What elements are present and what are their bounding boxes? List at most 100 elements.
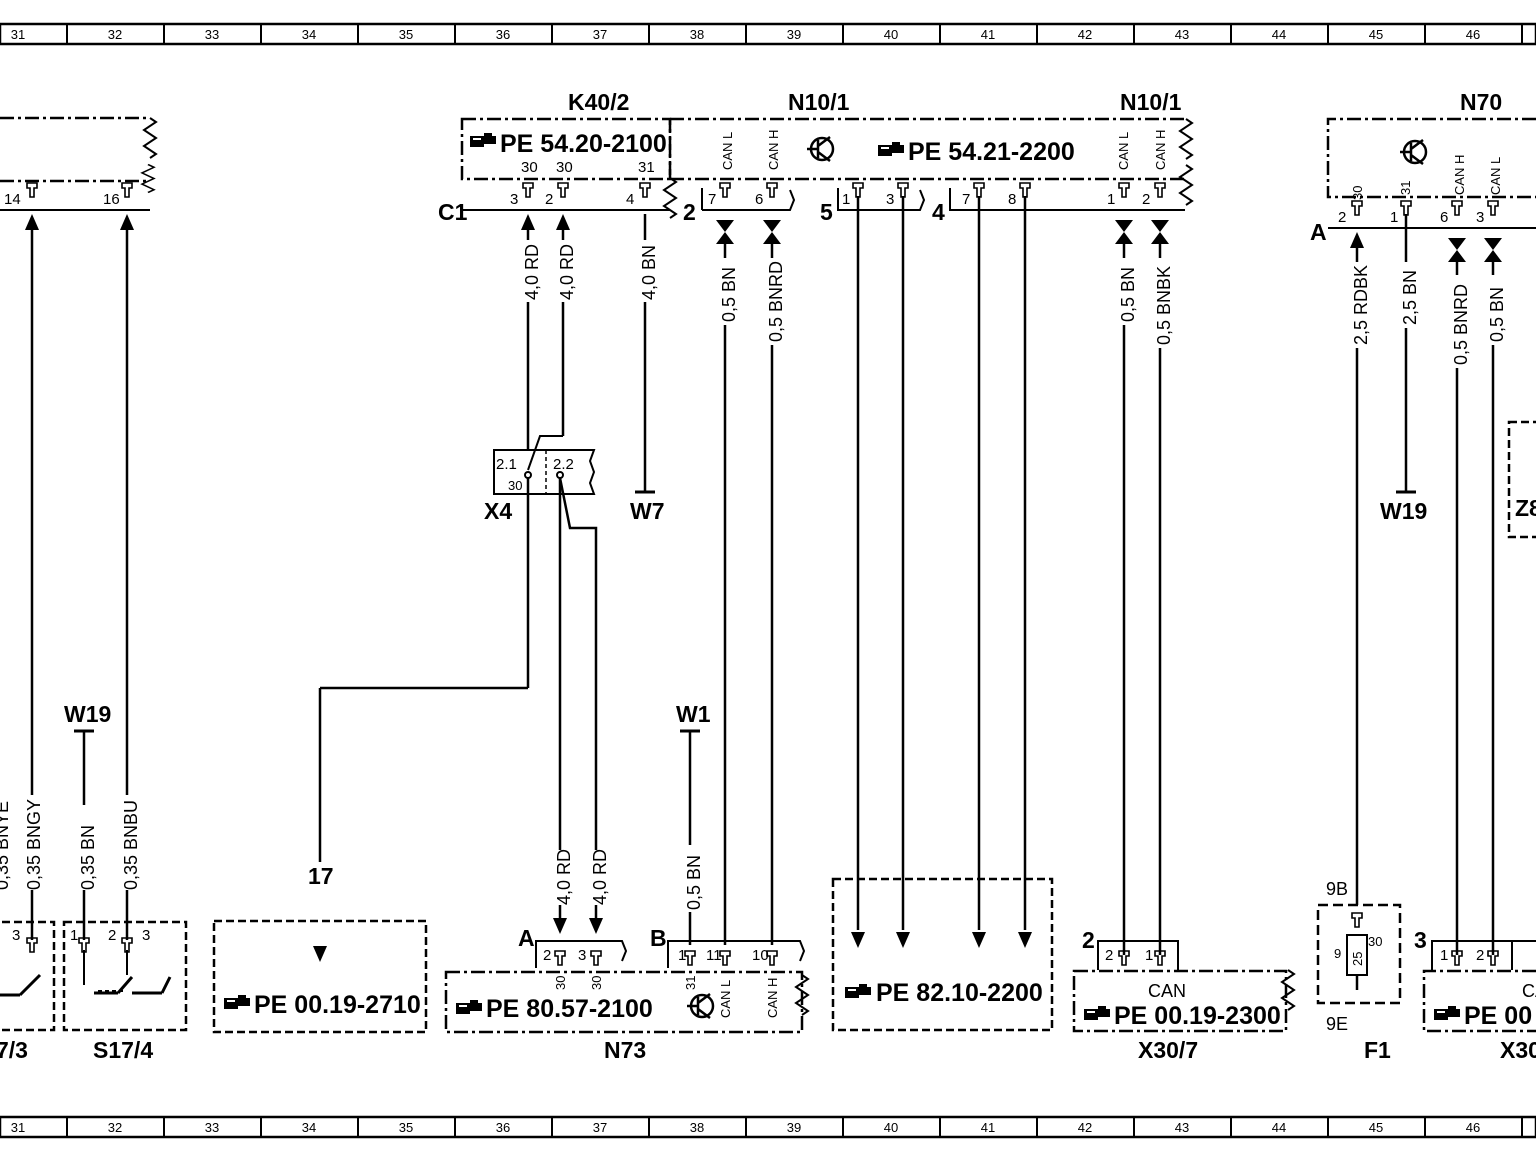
fuse-rating: 25 [1350, 952, 1365, 966]
relay-k40-2: K40/2 PE 54.20-2100 30 30 31 C1 3 2 4 [438, 89, 677, 230]
pe-ref: PE 80.57-2100 [486, 995, 653, 1023]
pin-label: 30 [508, 478, 522, 493]
wire-label: 4,0 RD [557, 244, 577, 300]
pin-label: 4 [626, 191, 634, 208]
pin-label: 7 [708, 191, 716, 208]
ruler-top-cell: 42 [1078, 27, 1092, 42]
wire-label: 2,5 RDBK [1351, 265, 1371, 345]
wire-label: 4,0 RD [522, 244, 542, 300]
fuse-label: 9B [1326, 879, 1348, 899]
pin-label: 2 [1105, 947, 1113, 964]
pin-label: 1 [678, 947, 686, 964]
wire-label: 0,5 BN [1118, 267, 1138, 322]
component-label: X4 [484, 498, 512, 524]
pin-label: 2.1 [496, 456, 517, 473]
wire-label: 0,5 BN [1487, 287, 1507, 342]
ground-label: W19 [64, 701, 111, 727]
connector-label: C1 [438, 199, 468, 225]
connector-label: 4 [932, 199, 945, 225]
pin-label: 16 [103, 191, 120, 208]
connector-label: 3 [1414, 927, 1427, 953]
can-label: CAN L [720, 132, 735, 170]
ruler-top-cell: 36 [496, 27, 510, 42]
component-label: N73 [604, 1037, 646, 1063]
ruler-bottom-cell: 43 [1175, 1120, 1189, 1135]
wire-label: 4,0 RD [554, 849, 574, 905]
ruler-bottom-cell: 31 [11, 1120, 25, 1135]
pin-label: 10 [752, 947, 769, 964]
connector-label: 2 [683, 199, 696, 225]
component-label: F1 [1364, 1037, 1391, 1063]
ruler-top-cell: 32 [108, 27, 122, 42]
ruler-top-cell: 31 [11, 27, 25, 42]
wire-label: 4,0 BN [639, 245, 659, 300]
fuse-f1: 9B 25 9 30 9E F1 [1316, 879, 1402, 1063]
connector-label: 2 [1082, 927, 1095, 953]
component-label: X30/7 [1138, 1037, 1198, 1063]
pin-label: 3 [12, 927, 20, 944]
ruler-top-cell: 44 [1272, 27, 1286, 42]
wire-label: 0,5 BNRD [1451, 284, 1471, 365]
pin-label: 2 [1476, 947, 1484, 964]
pe-ref: PE 82.10-2200 [876, 979, 1043, 1007]
ruler-bottom-cell: 44 [1272, 1120, 1286, 1135]
pin-label: 14 [4, 191, 21, 208]
wire-label: 0,35 BNGY [24, 799, 44, 890]
component-label: 7/3 [0, 1037, 28, 1063]
component-label: N10/1 [1120, 89, 1182, 115]
ruler-top-cell: 38 [690, 27, 704, 42]
ruler-bottom-cell: 33 [205, 1120, 219, 1135]
component-z8: Z8 [1507, 420, 1536, 539]
pe-ref: PE 00.19-2710 [254, 991, 421, 1019]
switch-s17-4: 1 2 3 S17/4 [62, 920, 188, 1063]
pin-label: 2.2 [553, 456, 574, 473]
transistor-icon [685, 992, 715, 1020]
pin-label: 2 [1338, 209, 1346, 226]
pe-ref: PE 00.19-2300 [1114, 1002, 1281, 1030]
pin-label: 6 [755, 191, 763, 208]
pin-label: 30 [1368, 934, 1382, 949]
pin-label: 1 [1390, 209, 1398, 226]
ruler-top-cell: 33 [205, 27, 219, 42]
ruler-bottom-cell: 37 [593, 1120, 607, 1135]
pin-label: 9 [1334, 946, 1341, 961]
wire-label: 0,35 BNYE [0, 801, 12, 890]
connector-label: A [1310, 219, 1327, 245]
ground-label: W1 [676, 701, 711, 727]
ground-label: W7 [630, 498, 665, 524]
connector-x4: 2.1 2.2 30 X4 [484, 449, 596, 524]
pin-label: 30 [589, 976, 604, 990]
ruler-bottom-cell: 35 [399, 1120, 413, 1135]
connector-label: 5 [820, 199, 833, 225]
module-n70: N70 30 31 CAN H CAN L A 2 1 6 3 [1310, 89, 1536, 262]
pin-label: 31 [1398, 181, 1413, 195]
pin-label: 31 [683, 976, 698, 990]
pin-label: 30 [521, 159, 538, 176]
ruler-top-cell: 40 [884, 27, 898, 42]
transistor-icon [805, 135, 835, 163]
ruler-top-cell: 43 [1175, 27, 1189, 42]
pin-label: 1 [1107, 191, 1115, 208]
pin-label: 2 [108, 927, 116, 944]
can-label: CAN L [1488, 157, 1503, 195]
component-label: Z8 [1515, 495, 1536, 521]
ruler-bottom-cell: 42 [1078, 1120, 1092, 1135]
pin-label: 7 [962, 191, 970, 208]
pin-label: 31 [638, 159, 655, 176]
ground-w1: W1 0,5 BN [676, 701, 711, 945]
pin-label: 30 [553, 976, 568, 990]
wire-label: 2,5 BN [1400, 270, 1420, 325]
bus-label: CAN [1522, 981, 1536, 1001]
pin-label: 1 [1145, 947, 1153, 964]
pe-ref: PE 00 [1464, 1002, 1532, 1030]
pin-label: 6 [1440, 209, 1448, 226]
pin-label: 3 [142, 927, 150, 944]
pin-label: 30 [556, 159, 573, 176]
module-n73: 4,0 RD 4,0 RD A 2 3 30 30 B 1 11 10 31 C… [444, 849, 809, 1063]
pin-label: 3 [1476, 209, 1484, 226]
ruler-top-cell: 34 [302, 27, 316, 42]
fuse-label: 9E [1326, 1014, 1348, 1034]
ruler-bottom-cell: 41 [981, 1120, 995, 1135]
pin-label: 3 [510, 191, 518, 208]
